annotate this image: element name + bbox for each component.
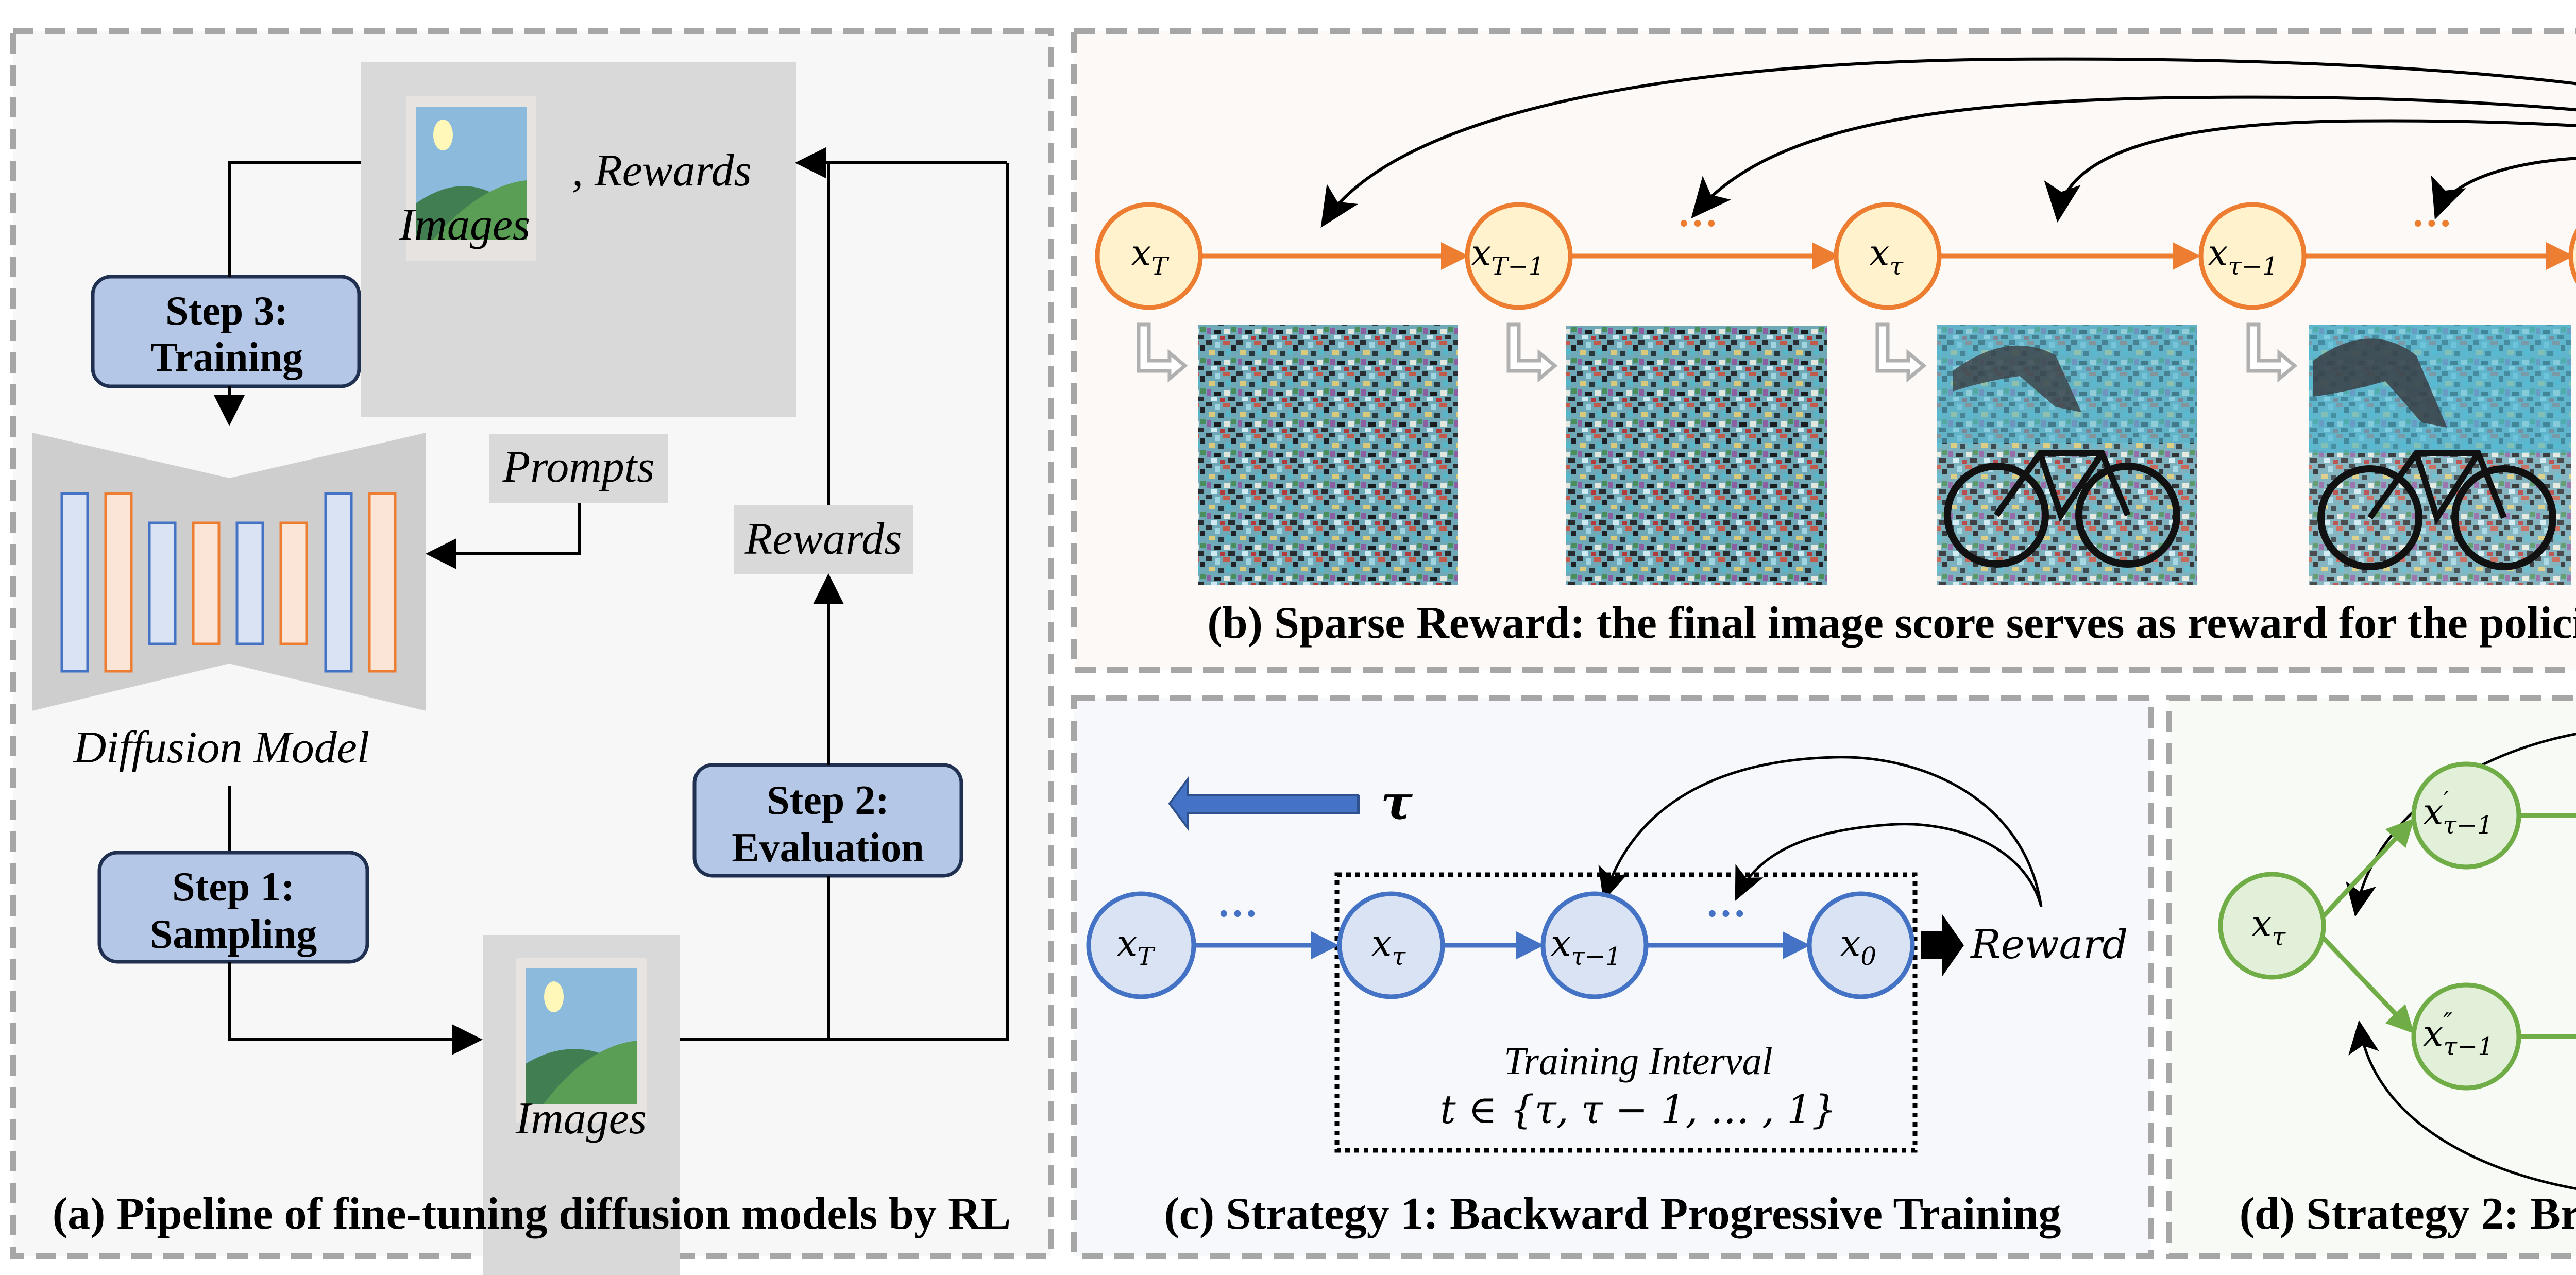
step1-sampling-box[interactable]: Step 1: Sampling: [97, 851, 369, 964]
panel-c-frame: [1071, 695, 2154, 1259]
svg-text:xτ: xτ: [1869, 232, 1904, 281]
reward-feedback-arcs-c: [1598, 756, 2043, 907]
node-c-x-T[interactable]: xT: [1086, 891, 1196, 999]
top-images-label: Images: [399, 200, 530, 250]
ellipsis-c1: ···: [1217, 891, 1258, 937]
diffusion-model-unet: [32, 433, 426, 711]
bottom-images-label: Images: [515, 1094, 647, 1144]
panel-b: ··· ··· xT xT−1 xτ xτ−1 x0 Reward: [1071, 28, 2576, 673]
hollow-arrows: [1137, 322, 2298, 383]
step1-line2: Sampling: [150, 912, 317, 957]
node-d-neg-start[interactable]: x″τ−1: [2411, 982, 2521, 1091]
step2-evaluation-box[interactable]: Step 2: Evaluation: [692, 763, 963, 878]
image-icon-bottom: [516, 958, 647, 1123]
panel-a: Images , Rewards Step 3: Training Diffus…: [10, 28, 1054, 1275]
panel-d-caption: (d) Strategy 2: Branch-based Sampling: [2240, 1189, 2576, 1239]
svg-text:xτ: xτ: [1371, 922, 1406, 971]
panel-c-caption: (c) Strategy 1: Backward Progressive Tra…: [1164, 1189, 2061, 1239]
node-d-x-tau[interactable]: xτ: [2218, 872, 2326, 980]
tau-direction-arrow-icon: [1168, 776, 1360, 831]
svg-text:xT: xT: [1131, 232, 1169, 281]
svg-text:xT−1: xT−1: [1471, 232, 1544, 281]
svg-text:x′τ−1: x′τ−1: [2423, 786, 2493, 840]
node-x-0[interactable]: x0: [2568, 205, 2576, 308]
svg-text:xτ: xτ: [2251, 903, 2286, 951]
connector-images-to-evaluation: [680, 163, 1009, 1041]
image-step-T: [1198, 325, 1458, 585]
ellipsis-2: ···: [2411, 201, 2452, 246]
step3-training-box[interactable]: Step 3: Training: [91, 275, 361, 388]
diffusion-model-label: Diffusion Model: [73, 723, 369, 773]
image-step-tau: [1937, 325, 2197, 585]
svg-text:x″τ−1: x″τ−1: [2423, 1008, 2494, 1061]
node-c-x-tau-minus-1[interactable]: xτ−1: [1540, 891, 1649, 999]
panel-d: ··· ··· xτ x′τ−1 x′0 x″τ−1 x″0 Rewardpos…: [2166, 695, 2576, 1259]
node-c-x-0[interactable]: x0: [1807, 891, 1915, 999]
panel-a-caption: (a) Pipeline of fine-tuning diffusion mo…: [53, 1189, 1011, 1239]
reward-feedback-arcs: [1320, 57, 2576, 228]
training-interval-label: Training Interval: [1504, 1040, 1772, 1083]
node-x-tau[interactable]: xτ: [1834, 202, 1942, 310]
node-x-tau-minus-1[interactable]: xτ−1: [2198, 202, 2307, 310]
panel-b-caption: (b) Sparse Reward: the final image score…: [1207, 598, 2576, 648]
step2-line2: Evaluation: [732, 825, 924, 871]
svg-text:xT: xT: [1117, 922, 1155, 971]
node-c-x-tau[interactable]: xτ: [1337, 891, 1445, 999]
image-icon-top: [406, 96, 536, 261]
node-x-T-minus-1[interactable]: xT−1: [1465, 202, 1573, 310]
arrow-step1-to-images: [228, 962, 483, 1055]
tau-label: τ: [1381, 775, 1413, 830]
step2-line1: Step 2:: [767, 778, 889, 823]
branch-edges: [2311, 813, 2576, 1039]
image-step-T-minus-1: [1566, 326, 1827, 585]
ellipsis-c2: ···: [1705, 891, 1747, 937]
svg-text:xτ−1: xτ−1: [2208, 232, 2278, 281]
connector-images-to-step3: [228, 161, 361, 277]
panel-c: τ ··· ··· xT xτ xτ−1 x0: [1071, 695, 2154, 1259]
reward-label-c: Reward: [1970, 922, 2128, 968]
reward-arrow-icon-c: [1921, 914, 1964, 976]
svg-text:x0: x0: [1840, 922, 1876, 971]
image-step-tau-minus-1: [2309, 325, 2571, 585]
node-d-pos-start[interactable]: x′τ−1: [2411, 761, 2521, 870]
top-rewards-label: , Rewards: [572, 146, 752, 196]
rewards-box: [734, 505, 913, 574]
step1-line1: Step 1:: [172, 864, 295, 910]
prompts-label: Prompts: [502, 442, 655, 492]
node-x-T[interactable]: xT: [1095, 202, 1203, 310]
svg-text:xτ−1: xτ−1: [1551, 922, 1621, 971]
ellipsis-1: ···: [1677, 201, 1718, 246]
prompts-box: [489, 434, 668, 503]
rewards-label: Rewards: [744, 514, 902, 564]
training-interval-formula: t ∈ {τ, τ − 1, … , 1}: [1440, 1086, 1837, 1132]
arrow-prompts-to-model: [426, 503, 581, 569]
step3-line1: Step 3:: [165, 288, 288, 334]
step3-line2: Training: [150, 335, 303, 380]
